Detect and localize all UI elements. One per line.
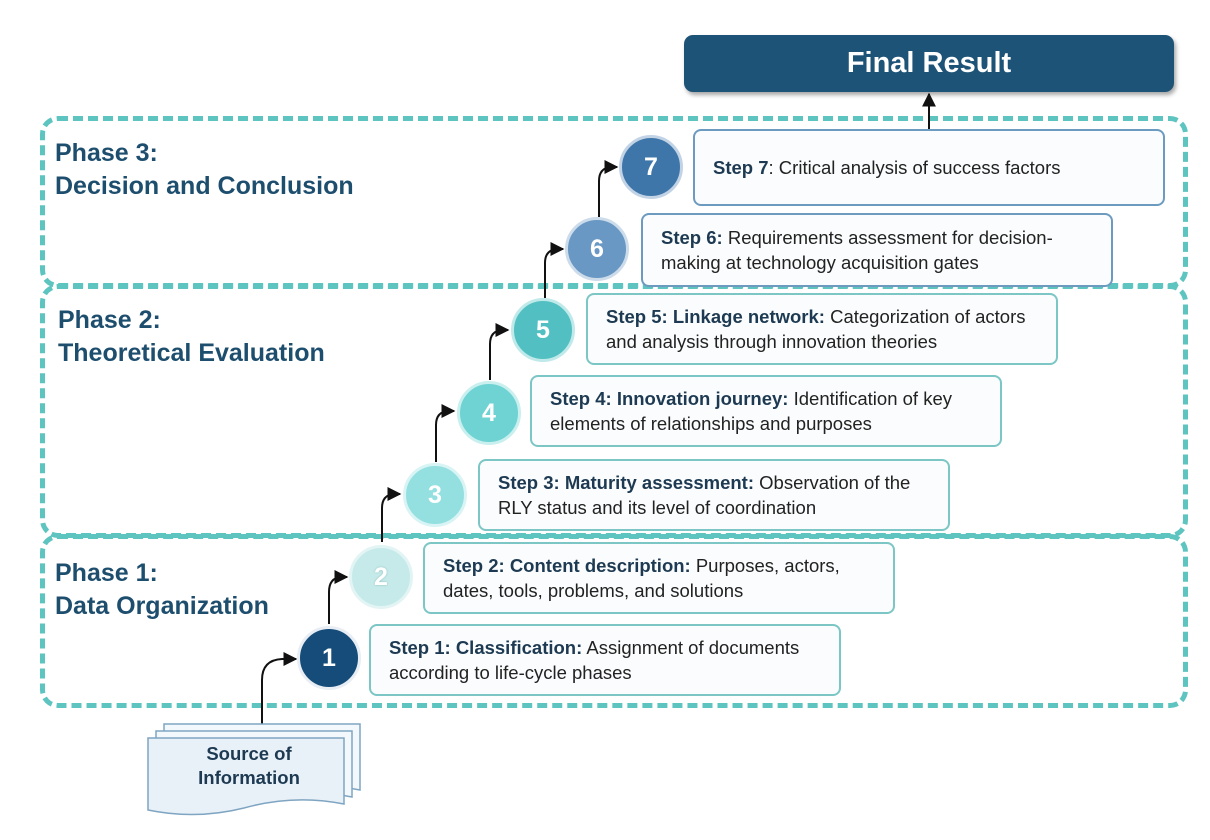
source-of-information-label: Source of Information <box>160 742 338 790</box>
step-3-number: 3 <box>428 480 442 509</box>
step-3-label: Step 3: Maturity assessment: <box>498 472 755 493</box>
source-line-1: Source of <box>206 743 292 764</box>
arrow-6-to-7 <box>598 160 619 217</box>
source-line-2: Information <box>198 767 300 788</box>
step-5-box: Step 5: Linkage network: Categorization … <box>586 293 1058 365</box>
step-6-circle: 6 <box>565 217 629 281</box>
step-3-text: Step 3: Maturity assessment: Observation… <box>498 470 930 520</box>
arrow-4-to-5 <box>489 323 510 380</box>
step-7-box: Step 7: Critical analysis of success fac… <box>693 129 1165 206</box>
step-1-label: Step 1: Classification: <box>389 637 583 658</box>
step-1-circle: 1 <box>297 626 361 690</box>
step-1-number: 1 <box>322 643 336 672</box>
step-2-number: 2 <box>374 562 388 591</box>
step-5-number: 5 <box>536 315 550 344</box>
step-2-text: Step 2: Content description: Purposes, a… <box>443 553 875 603</box>
step-2-box: Step 2: Content description: Purposes, a… <box>423 542 895 614</box>
arrow-source-to-1 <box>261 652 298 738</box>
phase-2-label: Phase 2: <box>58 306 161 334</box>
phase-2-title: Phase 2: Theoretical Evaluation <box>58 304 325 370</box>
phase-1-name: Data Organization <box>55 592 269 620</box>
arrow-2-to-3 <box>381 487 402 542</box>
phase-1-title: Phase 1: Data Organization <box>55 557 269 623</box>
step-7-label: Step 7 <box>713 157 769 178</box>
step-5-description: Categorization of actors and analysis th… <box>606 306 1026 352</box>
step-3-circle: 3 <box>403 463 467 527</box>
phase-1-label: Phase 1: <box>55 559 158 587</box>
arrow-1-to-2 <box>328 570 349 624</box>
phase-3-label: Phase 3: <box>55 139 158 167</box>
phase-1-box <box>40 534 1188 708</box>
step-4-box: Step 4: Innovation journey: Identificati… <box>530 375 1002 447</box>
step-6-text: Step 6: Requirements assessment for deci… <box>661 225 1093 275</box>
step-7-circle: 7 <box>619 135 683 199</box>
final-result-box: Final Result <box>684 35 1174 92</box>
document-stack-icon <box>147 723 361 816</box>
phase-3-title: Phase 3: Decision and Conclusion <box>55 137 354 203</box>
step-5-circle: 5 <box>511 298 575 362</box>
step-6-label: Step 6: <box>661 227 723 248</box>
step-3-box: Step 3: Maturity assessment: Observation… <box>478 459 950 531</box>
step-4-label: Step 4: Innovation journey: <box>550 388 789 409</box>
arrow-5-to-6 <box>544 242 565 298</box>
step-4-description: Identification of key elements of relati… <box>550 388 952 434</box>
step-1-box: Step 1: Classification: Assignment of do… <box>369 624 841 696</box>
step-4-text: Step 4: Innovation journey: Identificati… <box>550 386 982 436</box>
final-result-label: Final Result <box>846 47 1012 79</box>
step-4-number: 4 <box>482 398 496 427</box>
step-2-label: Step 2: Content description: <box>443 555 691 576</box>
step-7-number: 7 <box>644 152 658 181</box>
step-6-box: Step 6: Requirements assessment for deci… <box>641 213 1113 287</box>
step-7-text: Step 7: Critical analysis of success fac… <box>713 155 1061 180</box>
step-7-description: : Critical analysis of success factors <box>768 157 1061 178</box>
step-2-description: Purposes, actors, dates, tools, problems… <box>443 555 840 601</box>
phase-2-name: Theoretical Evaluation <box>58 339 325 367</box>
step-2-circle: 2 <box>349 545 413 609</box>
phase-3-name: Decision and Conclusion <box>55 172 354 200</box>
step-5-text: Step 5: Linkage network: Categorization … <box>606 304 1038 354</box>
arrow-3-to-4 <box>435 404 456 462</box>
step-1-description: Assignment of documents according to lif… <box>389 637 800 683</box>
step-3-description: Observation of the RLY status and its le… <box>498 472 911 518</box>
step-6-number: 6 <box>590 234 604 263</box>
step-1-text: Step 1: Classification: Assignment of do… <box>389 635 821 685</box>
step-4-circle: 4 <box>457 381 521 445</box>
step-6-description: Requirements assessment for decision-mak… <box>661 227 1053 273</box>
step-5-label: Step 5: Linkage network: <box>606 306 825 327</box>
